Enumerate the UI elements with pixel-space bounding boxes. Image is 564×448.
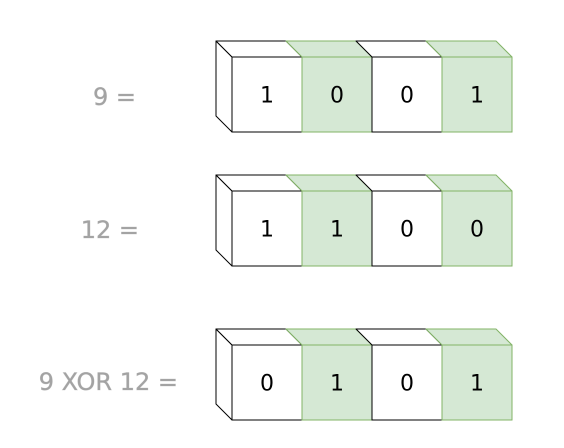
cell-front-face bbox=[371, 344, 443, 421]
bit-value: 1 bbox=[260, 218, 274, 243]
bit-value: 1 bbox=[470, 372, 484, 397]
bit-value: 1 bbox=[260, 84, 274, 109]
bit-value: 1 bbox=[470, 84, 484, 109]
row-9: 9 = 1 0 0 1 bbox=[93, 40, 513, 133]
bit-value: 0 bbox=[260, 372, 274, 397]
cell-top-face bbox=[425, 328, 513, 346]
bit-value: 1 bbox=[330, 372, 344, 397]
bit-value: 0 bbox=[470, 218, 484, 243]
bit-value: 0 bbox=[330, 84, 344, 109]
bit-cell: 1 bbox=[215, 40, 303, 133]
cell-top-face bbox=[425, 174, 513, 192]
bit-cells: 0 1 0 1 bbox=[215, 328, 513, 421]
row-xor-result: 9 XOR 12 = 0 1 0 1 bbox=[38, 328, 513, 421]
bit-cell: 0 bbox=[285, 40, 373, 133]
bit-value: 0 bbox=[400, 372, 414, 397]
cell-front-face bbox=[231, 56, 303, 133]
cell-front-face bbox=[441, 344, 513, 421]
bit-cells: 1 0 0 1 bbox=[215, 40, 513, 133]
bit-cell: 0 bbox=[215, 328, 303, 421]
bit-cell: 1 bbox=[285, 174, 373, 267]
bit-cell: 1 bbox=[285, 328, 373, 421]
cell-front-face bbox=[441, 190, 513, 267]
bit-value: 0 bbox=[400, 218, 414, 243]
cell-front-face bbox=[231, 344, 303, 421]
row-label: 12 = bbox=[81, 216, 139, 244]
cell-front-face bbox=[301, 56, 373, 133]
cell-front-face bbox=[301, 190, 373, 267]
bit-cells: 1 1 0 0 bbox=[215, 174, 513, 267]
cell-front-face bbox=[441, 56, 513, 133]
cell-front-face bbox=[231, 190, 303, 267]
bit-cell: 1 bbox=[215, 174, 303, 267]
bit-cell: 1 bbox=[425, 40, 513, 133]
row-label: 9 XOR 12 = bbox=[39, 368, 178, 396]
bit-cell: 0 bbox=[425, 174, 513, 267]
bit-cell: 1 bbox=[425, 328, 513, 421]
cell-top-face bbox=[425, 40, 513, 58]
row-label: 9 = bbox=[93, 83, 136, 111]
cell-front-face bbox=[301, 344, 373, 421]
bit-value: 0 bbox=[400, 84, 414, 109]
bit-value: 1 bbox=[330, 218, 344, 243]
bit-cell: 0 bbox=[355, 328, 443, 421]
row-12: 12 = 1 1 0 0 bbox=[80, 174, 513, 267]
